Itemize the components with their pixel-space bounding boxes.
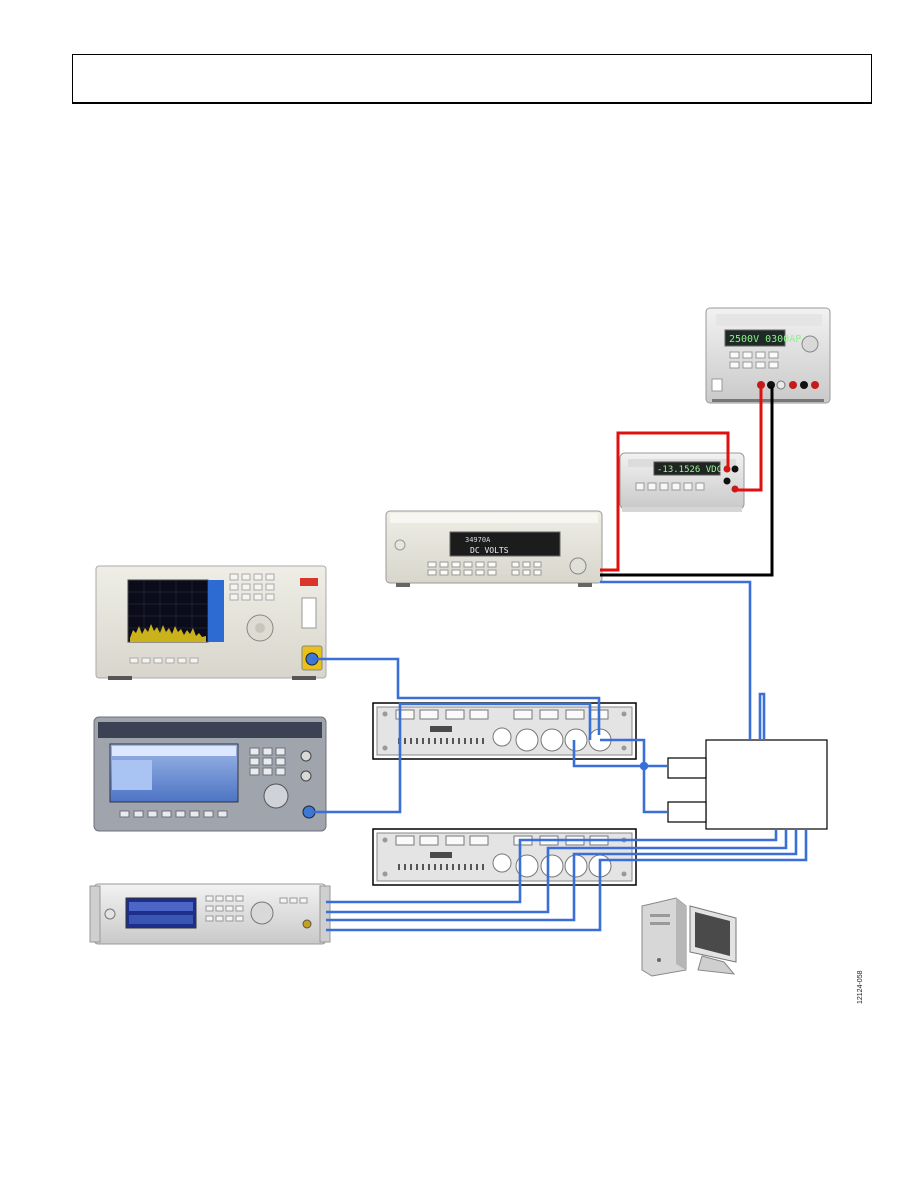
power-supply-icon: 2500V 0300AP — [705, 307, 831, 404]
meter-to-controller-wire — [600, 431, 730, 572]
switch2-bus-4 — [326, 829, 808, 932]
computer-icon — [641, 897, 737, 977]
multimeter-readout: -13.1526 VDC — [657, 465, 722, 475]
dut-board — [667, 739, 828, 830]
multimeter-icon: -13.1526 VDC — [619, 452, 745, 512]
signal-generator-icon — [89, 883, 331, 945]
switch-controller-readout-2: DC VOLTS — [470, 546, 509, 555]
signal-generator-icon — [93, 716, 327, 832]
switch2-bus-2 — [326, 829, 788, 914]
switch2-bus-3 — [326, 829, 798, 922]
figure-id: 12124-058 — [857, 970, 864, 1004]
analyzer-to-switch1-cable — [312, 657, 601, 735]
dut-to-switch1-cable — [758, 692, 766, 740]
switch1-out-c — [642, 766, 668, 814]
power-supply-readout: 2500V 0300AP — [729, 334, 801, 345]
rf-cabling — [312, 580, 808, 932]
dut-port-upper — [667, 757, 707, 779]
switch1-out-b — [572, 740, 644, 768]
switch-unit-icon — [372, 702, 637, 760]
switch-controller-icon: 34970A DC VOLTS — [385, 510, 603, 587]
power-supply-terminals — [757, 380, 819, 390]
gen1-to-switch1-cable — [312, 702, 592, 814]
switch-controller-readout-1: 34970A — [465, 536, 491, 544]
switch1-out-a — [600, 738, 668, 768]
supply-negative-wire — [600, 387, 774, 577]
header-box — [72, 54, 872, 104]
switch-unit-icon — [372, 828, 637, 886]
spectrum-analyzer-icon — [95, 565, 327, 680]
power-wiring — [600, 387, 774, 577]
dut-port-lower — [667, 801, 707, 823]
supply-positive-wire — [735, 387, 763, 492]
switch2-bus-1 — [326, 829, 778, 904]
controller-to-dut-cable — [600, 580, 752, 740]
